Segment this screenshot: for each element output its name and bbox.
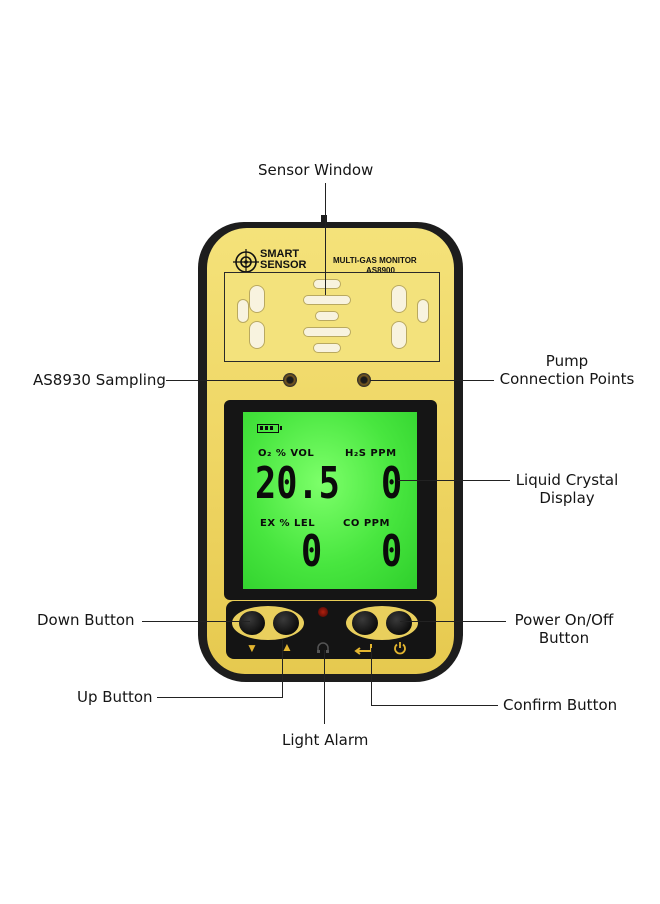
co-value: 0 [381, 526, 403, 577]
model-title: MULTI-GAS MONITOR [333, 256, 417, 265]
ex-label: EX % LEL [260, 518, 316, 529]
vent-slot [417, 299, 429, 323]
headphone-icon [317, 642, 329, 653]
battery-icon [257, 424, 282, 433]
leader-line [400, 621, 506, 622]
callout-lcd: Liquid Crystal Display [512, 471, 622, 507]
crosshair-logo-icon [233, 249, 259, 275]
brand-name: SMART SENSOR [260, 249, 306, 271]
model-number: AS8900 [366, 266, 395, 275]
vent-slot [391, 285, 407, 313]
callout-light-alarm: Light Alarm [282, 731, 369, 749]
callout-pump-connection: Pump Connection Points [497, 352, 637, 388]
callout-power-line-2: Button [538, 629, 590, 647]
leader-line [371, 648, 372, 705]
co-label: CO PPM [343, 518, 390, 529]
vent-slot [237, 299, 249, 323]
ex-value: 0 [301, 526, 323, 577]
pump-port [357, 373, 371, 387]
callout-sensor-window: Sensor Window [258, 161, 374, 179]
callout-power-line-1: Power On/Off [514, 611, 614, 629]
leader-line [324, 650, 325, 724]
light-alarm-led [318, 607, 328, 617]
leader-line [157, 697, 283, 698]
callout-lcd-line-1: Liquid Crystal [515, 471, 619, 489]
up-button[interactable] [273, 611, 299, 635]
vent-slot [391, 321, 407, 349]
leader-line [370, 380, 494, 381]
leader-line [282, 640, 283, 697]
callout-up-button: Up Button [77, 688, 153, 706]
callout-down-button: Down Button [37, 611, 135, 629]
power-icon [394, 642, 406, 655]
top-tab [321, 215, 327, 225]
confirm-button[interactable] [352, 611, 378, 635]
callout-pump-line-1: Pump [545, 352, 589, 370]
vent-slot [315, 311, 339, 321]
brand-line-1: SMART [260, 248, 300, 260]
callout-as8930-sampling: AS8930 Sampling [33, 371, 166, 389]
callout-pump-line-2: Connection Points [499, 370, 635, 388]
callout-confirm-button: Confirm Button [503, 696, 618, 714]
o2-label: O₂ % VOL [258, 448, 315, 459]
callout-power-button: Power On/Off Button [505, 611, 623, 647]
power-button[interactable] [386, 611, 412, 635]
vent-slot [303, 327, 351, 337]
leader-line [166, 380, 284, 381]
leader-line [371, 705, 498, 706]
sampling-port [283, 373, 297, 387]
h2s-label: H₂S PPM [345, 448, 397, 459]
brand-line-2: SENSOR [260, 259, 307, 271]
lcd-screen: O₂ % VOL 20.5 H₂S PPM 0 EX % LEL 0 CO PP… [243, 412, 417, 589]
vent-slot [249, 321, 265, 349]
sensor-window [224, 272, 440, 362]
vent-slot [249, 285, 265, 313]
vent-slot [313, 343, 341, 353]
down-button[interactable] [239, 611, 265, 635]
callout-lcd-line-2: Display [539, 489, 595, 507]
up-arrow-icon: ▲ [281, 640, 293, 654]
vent-slot [303, 295, 351, 305]
o2-value: 20.5 [255, 458, 340, 509]
vent-slot [313, 279, 341, 289]
h2s-value: 0 [381, 458, 403, 509]
down-arrow-icon: ▼ [246, 641, 258, 655]
leader-line [142, 621, 250, 622]
leader-line [325, 183, 326, 295]
leader-line [398, 480, 510, 481]
